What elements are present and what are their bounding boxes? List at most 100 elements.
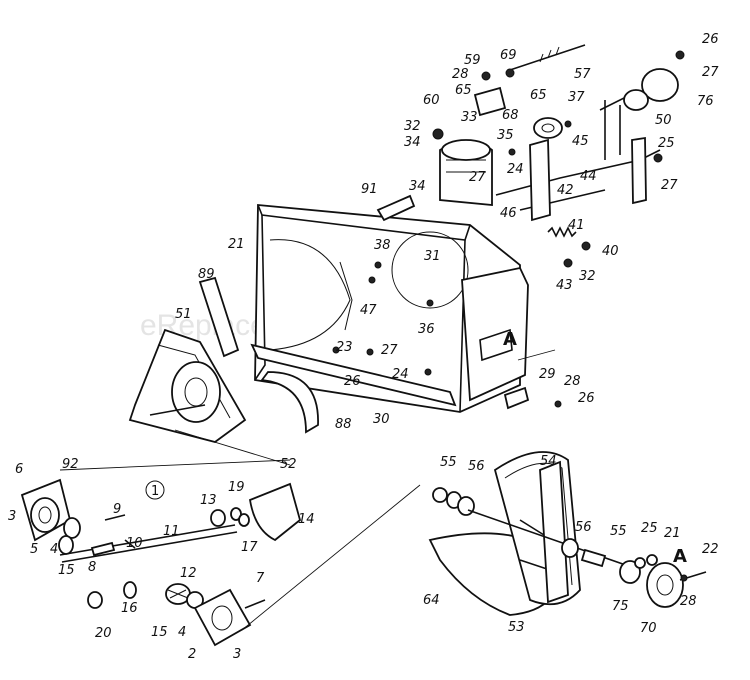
callout-27: 27 <box>381 343 398 358</box>
callout-50: 50 <box>655 113 672 128</box>
impeller-assembly <box>428 451 707 616</box>
hardware-bolts <box>332 50 685 408</box>
callout-43: 43 <box>556 278 573 293</box>
side-bracket <box>198 276 240 358</box>
callout-5: 5 <box>30 542 38 557</box>
callout-54: 54 <box>540 454 557 469</box>
callout-25: 25 <box>641 521 658 536</box>
callout-27: 27 <box>469 170 486 185</box>
callout-4: 4 <box>50 542 58 557</box>
callout-34: 34 <box>409 179 426 194</box>
callout-21: 21 <box>664 526 681 541</box>
callout-52: 52 <box>280 457 297 472</box>
callout-24: 24 <box>507 162 524 177</box>
callout-15: 15 <box>151 625 168 640</box>
callout-29: 29 <box>539 367 556 382</box>
callout-55: 55 <box>440 455 457 470</box>
guide-line-52 <box>174 429 291 466</box>
callout-34: 34 <box>404 135 421 150</box>
guide-line-A <box>517 349 556 361</box>
callout-22: 22 <box>702 542 719 557</box>
callout-13: 13 <box>200 493 217 508</box>
callout-4: 4 <box>178 625 186 640</box>
callout-11: 11 <box>163 524 180 539</box>
callout-46: 46 <box>500 206 517 221</box>
callout-25: 25 <box>658 136 675 151</box>
callout-41: 41 <box>568 218 585 233</box>
callout-30: 30 <box>373 412 390 427</box>
callout-23: 23 <box>336 340 353 355</box>
callout-65: 65 <box>530 88 547 103</box>
callout-69: 69 <box>500 48 517 63</box>
callout-6: 6 <box>15 462 23 477</box>
callout-59: 59 <box>464 53 481 68</box>
scraper-bar <box>250 343 457 407</box>
callout-20: 20 <box>95 626 112 641</box>
callout-70: 70 <box>640 621 657 636</box>
callout-32: 32 <box>404 119 421 134</box>
callout-26: 26 <box>578 391 595 406</box>
callout-88: 88 <box>335 417 352 432</box>
callout-42: 42 <box>557 183 574 198</box>
callout-3: 3 <box>233 647 241 662</box>
callout-16: 16 <box>121 601 138 616</box>
callout-37: 37 <box>568 90 585 105</box>
callout-28: 28 <box>452 67 469 82</box>
callout-91: 91 <box>361 182 378 197</box>
callout-65: 65 <box>455 83 472 98</box>
callout-33: 33 <box>461 110 478 125</box>
callout-76: 76 <box>697 94 714 109</box>
callout-64: 64 <box>423 593 440 608</box>
callout-44: 44 <box>580 169 597 184</box>
callout-27: 27 <box>661 178 678 193</box>
callout-17: 17 <box>241 540 258 555</box>
callout-57: 57 <box>574 67 591 82</box>
callout-40: 40 <box>602 244 619 259</box>
callout-38: 38 <box>374 238 391 253</box>
callout-circle-1: 1 <box>151 484 159 499</box>
callout-47: 47 <box>360 303 377 318</box>
callout-26: 26 <box>344 374 361 389</box>
callout-51: 51 <box>175 307 192 322</box>
auger-shaft-assembly <box>20 478 302 647</box>
callout-56: 56 <box>575 520 592 535</box>
callout-68: 68 <box>502 108 519 123</box>
callout-75: 75 <box>612 599 629 614</box>
callout-8: 8 <box>88 560 96 575</box>
callout-24: 24 <box>392 367 409 382</box>
callout-31: 31 <box>424 249 441 264</box>
callout-12: 12 <box>180 566 197 581</box>
callout-27: 27 <box>702 65 719 80</box>
callout-3: 3 <box>8 509 16 524</box>
callout-32: 32 <box>579 269 596 284</box>
callout-28: 28 <box>564 374 581 389</box>
callout-21: 21 <box>228 237 245 252</box>
callout-7: 7 <box>256 571 265 586</box>
drive-linkage <box>376 44 679 238</box>
callout-A: A <box>673 546 687 567</box>
callout-labels: 59 69 26 28 57 27 65 65 60 76 68 37 33 3… <box>8 32 719 662</box>
callout-53: 53 <box>508 620 525 635</box>
callout-A: A <box>503 329 517 350</box>
callout-19: 19 <box>228 480 245 495</box>
callout-2: 2 <box>188 647 196 662</box>
callout-45: 45 <box>572 134 589 149</box>
auger-housing <box>254 139 529 413</box>
callout-26: 26 <box>702 32 719 47</box>
callout-10: 10 <box>126 536 143 551</box>
callout-14: 14 <box>298 512 315 527</box>
chute-clip <box>503 386 530 410</box>
skid-shoe <box>260 371 319 434</box>
callout-28: 28 <box>680 594 697 609</box>
callout-89: 89 <box>198 267 215 282</box>
callout-35: 35 <box>497 128 514 143</box>
callout-55: 55 <box>610 524 627 539</box>
assembly-leader-line-2 <box>59 459 291 471</box>
callout-36: 36 <box>418 322 435 337</box>
callout-9: 9 <box>113 502 121 517</box>
callout-56: 56 <box>468 459 485 474</box>
callout-60: 60 <box>423 93 440 108</box>
assembly-leader-line <box>241 484 421 631</box>
callout-92: 92 <box>62 457 79 472</box>
